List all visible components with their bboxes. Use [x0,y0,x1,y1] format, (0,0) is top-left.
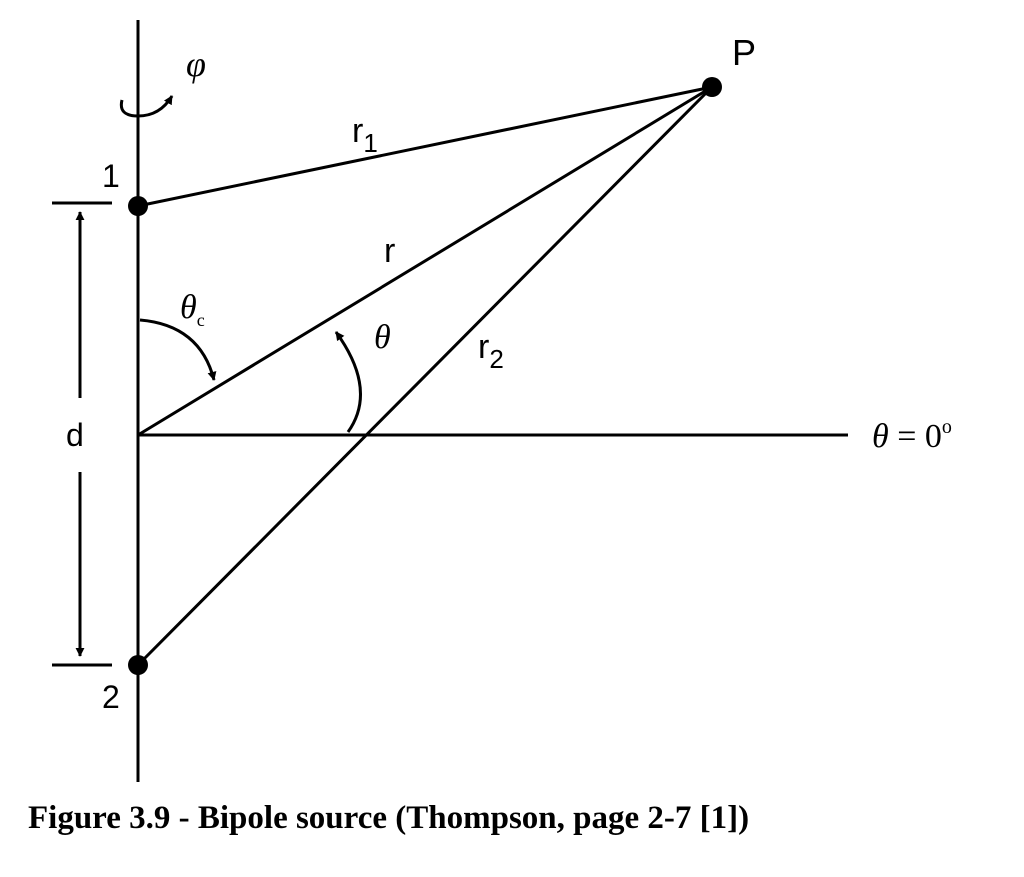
theta-c-label: θc [180,289,205,330]
source-1-label: 1 [102,158,120,194]
r2-label: r2 [478,328,504,374]
point-p-label: P [732,32,756,73]
theta-zero-label: θ = 0o [872,416,952,455]
theta-c-arc [139,318,217,381]
phi-label: φ [186,44,206,84]
source-2-label: 2 [102,679,120,715]
r2-line [136,85,714,667]
point-p-dot [702,77,722,97]
theta-label: θ [374,319,391,356]
diagram-canvas: P 1 2 r1 r r2 d φ θc θ θ = 0o [52,20,952,782]
r-line [137,85,713,437]
r-label: r [384,232,395,270]
r1-line [137,85,713,208]
phi-rotation-arrow [119,95,174,118]
source-2-dot [128,655,148,675]
theta-arc [334,331,362,433]
d-label: d [66,417,84,453]
figure-caption: Figure 3.9 - Bipole source (Thompson, pa… [28,800,750,836]
bipole-diagram: P 1 2 r1 r r2 d φ θc θ θ = 0o [52,20,952,782]
source-1-dot [128,196,148,216]
r1-label: r1 [352,112,378,158]
